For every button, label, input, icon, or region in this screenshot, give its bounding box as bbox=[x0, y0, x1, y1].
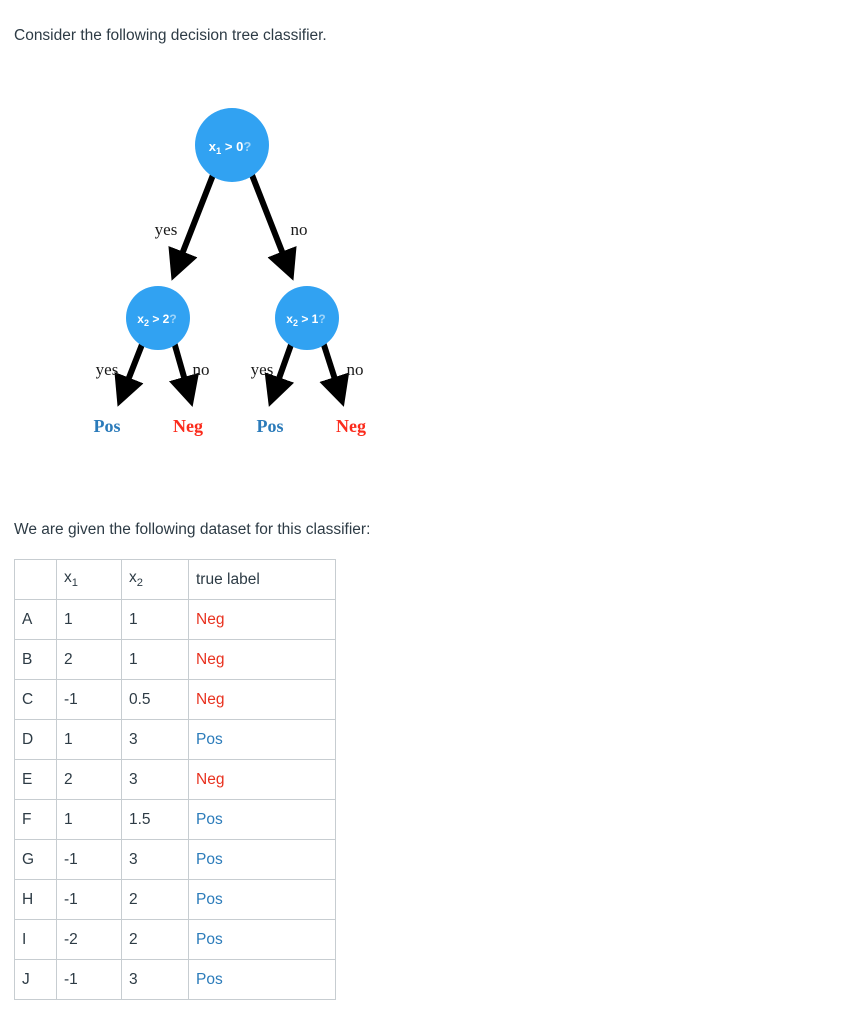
leaf-node-1: Pos bbox=[94, 416, 121, 436]
row-x1-cell: 2 bbox=[56, 639, 122, 680]
row-id-cell: E bbox=[14, 759, 57, 800]
branch-label-root-no: no bbox=[291, 220, 308, 239]
row-label-cell: Pos bbox=[188, 879, 336, 920]
leaf-node-4: Neg bbox=[336, 416, 366, 436]
row-label-cell: Pos bbox=[188, 959, 336, 1000]
row-x2-cell: 3 bbox=[121, 719, 189, 760]
edge-left-yes bbox=[114, 340, 146, 407]
row-x1-cell: 2 bbox=[56, 759, 122, 800]
node-circle-root bbox=[195, 108, 269, 182]
row-x1-cell: -1 bbox=[56, 839, 122, 880]
node-circle-left bbox=[126, 286, 190, 350]
edge-left-no bbox=[169, 341, 199, 407]
branch-label-right-yes: yes bbox=[251, 360, 274, 379]
branch-label-right-no: no bbox=[347, 360, 364, 379]
row-x2-cell: 1.5 bbox=[121, 799, 189, 840]
tree-node-left[interactable]: x2 > 2? bbox=[126, 286, 190, 350]
tree-node-root[interactable]: x1 > 0? bbox=[195, 108, 269, 182]
tree-node-right[interactable]: x2 > 1? bbox=[275, 286, 339, 350]
row-label-cell: Neg bbox=[188, 759, 336, 800]
row-x1-cell: 1 bbox=[56, 719, 122, 760]
row-id-cell: C bbox=[14, 679, 57, 720]
row-id-cell: D bbox=[14, 719, 57, 760]
row-x1-cell: -2 bbox=[56, 919, 122, 960]
header-x1-sub: 1 bbox=[71, 577, 78, 590]
row-x2-cell: 2 bbox=[121, 919, 189, 960]
row-x2-cell: 3 bbox=[121, 839, 189, 880]
edge-right-yes bbox=[264, 340, 295, 407]
row-x2-cell: 1 bbox=[121, 639, 189, 680]
leaf-node-3: Pos bbox=[257, 416, 284, 436]
edge-root-no bbox=[249, 173, 297, 281]
branch-label-root-yes: yes bbox=[155, 220, 178, 239]
header-x2-sub: 2 bbox=[136, 577, 143, 590]
header-x2-base: x bbox=[129, 569, 137, 587]
table-header-row: x1 x2 true label bbox=[14, 559, 336, 600]
row-id-cell: F bbox=[14, 799, 57, 840]
row-id-cell: J bbox=[14, 959, 57, 1000]
row-label-cell: Pos bbox=[188, 719, 336, 760]
intro-paragraph: Consider the following decision tree cla… bbox=[14, 27, 327, 44]
node-right-text: x2 > 1? bbox=[286, 312, 325, 328]
row-id-cell: B bbox=[14, 639, 57, 680]
row-label-cell: Neg bbox=[188, 679, 336, 720]
row-x1-cell: -1 bbox=[56, 959, 122, 1000]
table-header-x2: x2 bbox=[121, 559, 189, 600]
decision-tree-svg: x1 > 0? x2 > 2? x2 > 1? yes no yes no ye… bbox=[94, 108, 366, 436]
row-label-cell: Pos bbox=[188, 919, 336, 960]
row-x2-cell: 2 bbox=[121, 879, 189, 920]
decision-tree-figure: x1 > 0? x2 > 2? x2 > 1? yes no yes no ye… bbox=[0, 90, 420, 450]
row-label-cell: Neg bbox=[188, 599, 336, 640]
row-x1-cell: -1 bbox=[56, 879, 122, 920]
row-id-cell: G bbox=[14, 839, 57, 880]
row-label-cell: Neg bbox=[188, 639, 336, 680]
row-x1-cell: -1 bbox=[56, 679, 122, 720]
node-circle-right bbox=[275, 286, 339, 350]
leaf-node-2: Neg bbox=[173, 416, 203, 436]
row-label-cell: Pos bbox=[188, 799, 336, 840]
row-x1-cell: 1 bbox=[56, 599, 122, 640]
row-x2-cell: 3 bbox=[121, 959, 189, 1000]
row-id-cell: H bbox=[14, 879, 57, 920]
dataset-paragraph: We are given the following dataset for t… bbox=[14, 521, 371, 538]
table-header-true-label: true label bbox=[188, 559, 336, 600]
header-x1-base: x bbox=[64, 569, 72, 587]
edge-right-no bbox=[319, 341, 350, 407]
row-id-cell: A bbox=[14, 599, 57, 640]
row-x1-cell: 1 bbox=[56, 799, 122, 840]
table-header-blank bbox=[14, 559, 57, 600]
row-id-cell: I bbox=[14, 919, 57, 960]
row-x2-cell: 0.5 bbox=[121, 679, 189, 720]
row-x2-cell: 3 bbox=[121, 759, 189, 800]
node-left-text: x2 > 2? bbox=[137, 312, 176, 328]
table-header-x1: x1 bbox=[56, 559, 122, 600]
row-label-cell: Pos bbox=[188, 839, 336, 880]
branch-label-left-yes: yes bbox=[96, 360, 119, 379]
row-x2-cell: 1 bbox=[121, 599, 189, 640]
branch-label-left-no: no bbox=[193, 360, 210, 379]
edge-root-yes bbox=[168, 173, 216, 281]
